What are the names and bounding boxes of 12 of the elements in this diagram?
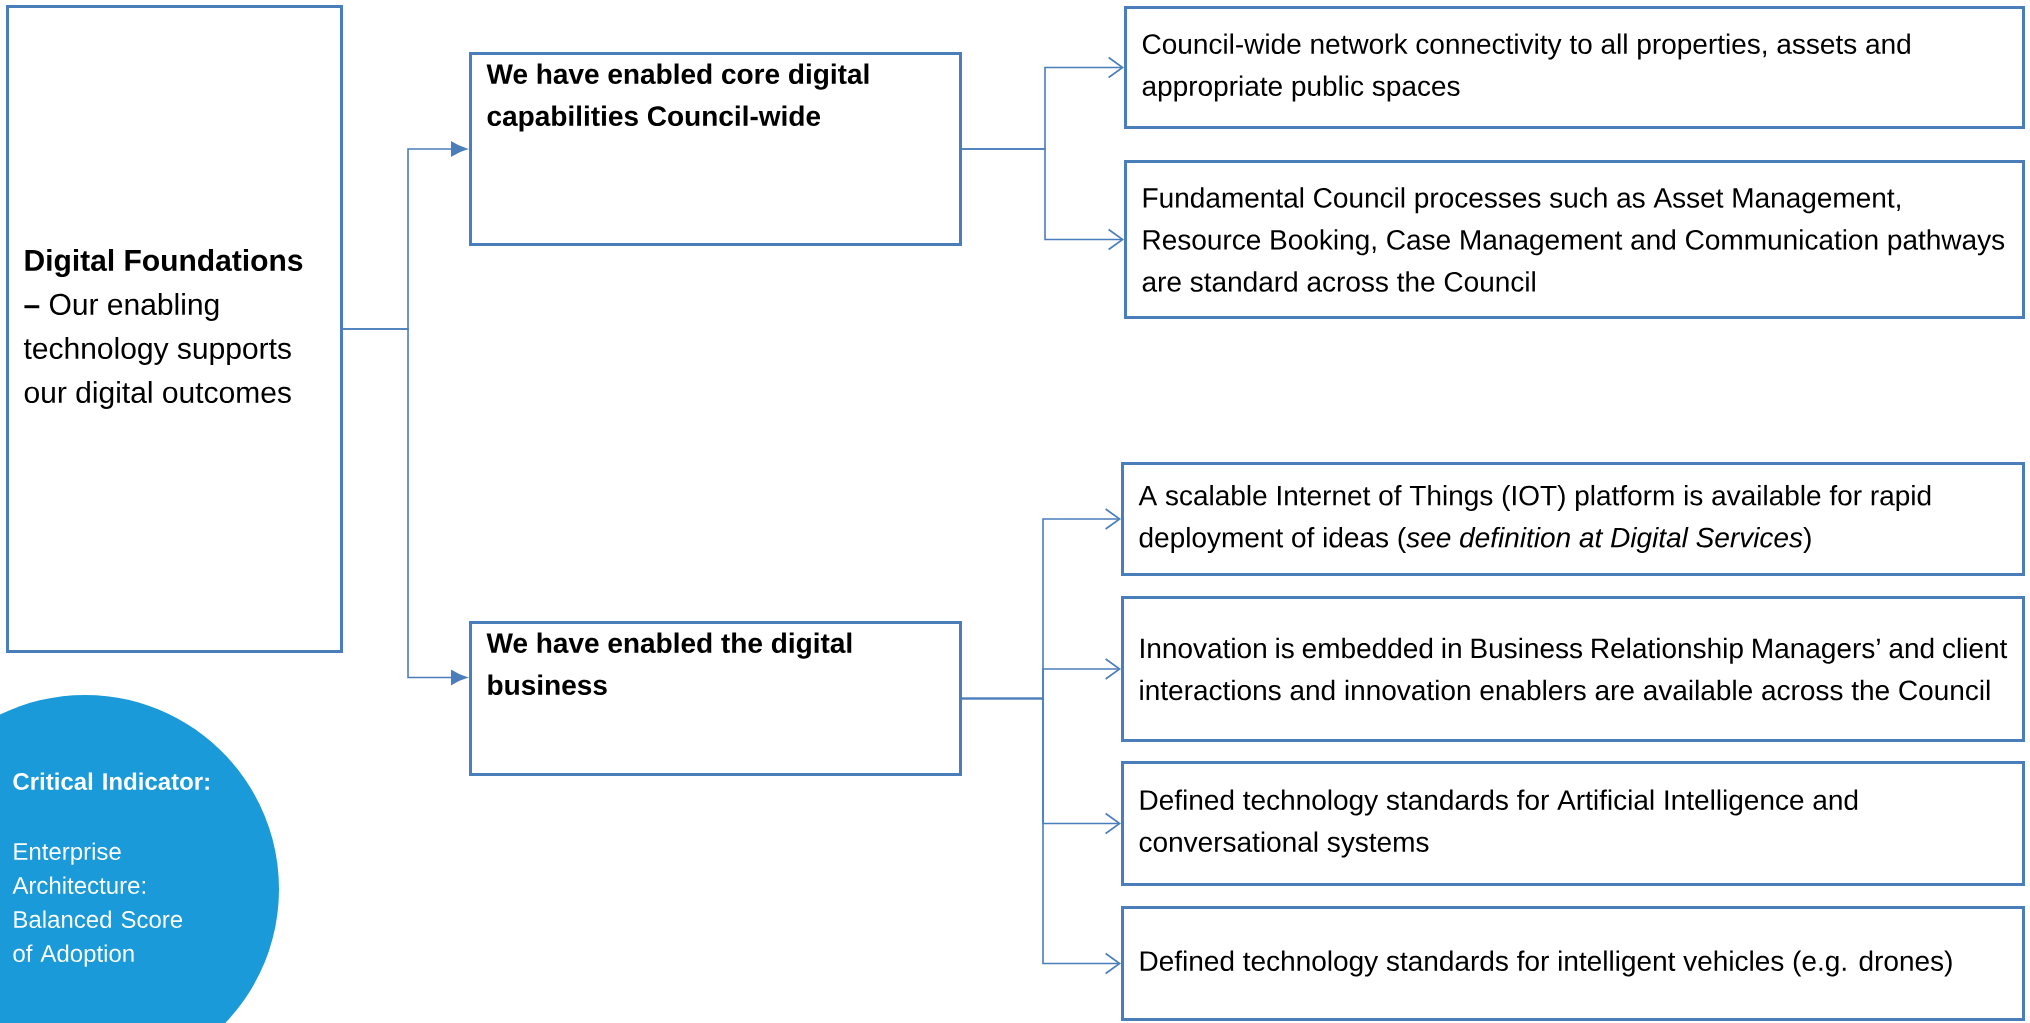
- statement-box: Innovation is embedded in Business Relationship Managers’ and client interactions and innovation enablers are available across the Council: [1121, 596, 2025, 742]
- outcome-box: We have enabled the digital business: [469, 621, 962, 776]
- arrow: [961, 148, 1124, 251]
- statement-box: Defined technology standards for Artificial Intelligence and conversational systems: [1121, 761, 2025, 886]
- statement-box: Defined technology standards for intelligent vehicles (e.g. drones): [1121, 906, 2025, 1021]
- outcome-box: We have enabled core digital capabilities Council-wide: [469, 52, 962, 246]
- arrow: [961, 697, 1121, 975]
- arrow: [342, 328, 467, 685]
- statement-box: Fundamental Council processes such as Asset Management, Resource Booking, Case Management and Communication pathways are standard across the Council: [1124, 160, 2025, 319]
- heading-box: Digital Foundations – Our enabling technology supports our digital outcomes: [6, 5, 343, 653]
- statement-box: A scalable Internet of Things (IOT) platform is available for rapid deployment of ideas (see definition at Digital Services): [1121, 462, 2025, 576]
- statement-box: Council-wide network connectivity to all properties, assets and appropriate public spaces: [1124, 6, 2025, 129]
